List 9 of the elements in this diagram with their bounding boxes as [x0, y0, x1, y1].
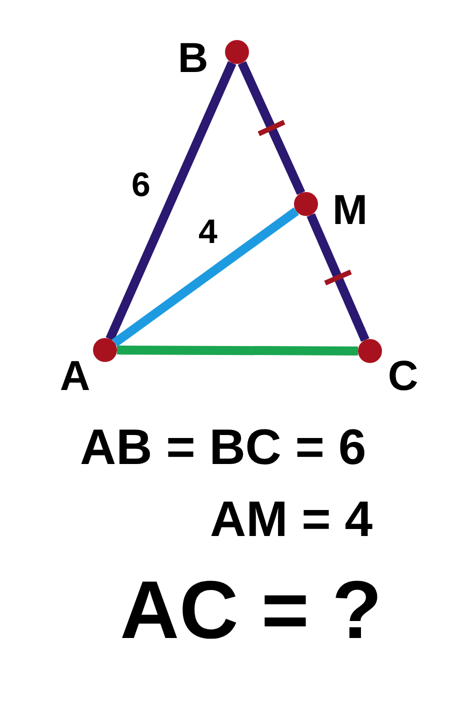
- point-label: A: [60, 355, 90, 397]
- edge-label: 4: [198, 215, 218, 249]
- equation: AB = BC = 6: [80, 422, 366, 472]
- point-label: M: [332, 189, 368, 231]
- equation: AC = ?: [120, 570, 382, 652]
- point-label: C: [388, 355, 418, 397]
- equation: AM = 4: [210, 494, 373, 544]
- edge-label: 6: [132, 168, 150, 202]
- point-label: B: [178, 37, 208, 79]
